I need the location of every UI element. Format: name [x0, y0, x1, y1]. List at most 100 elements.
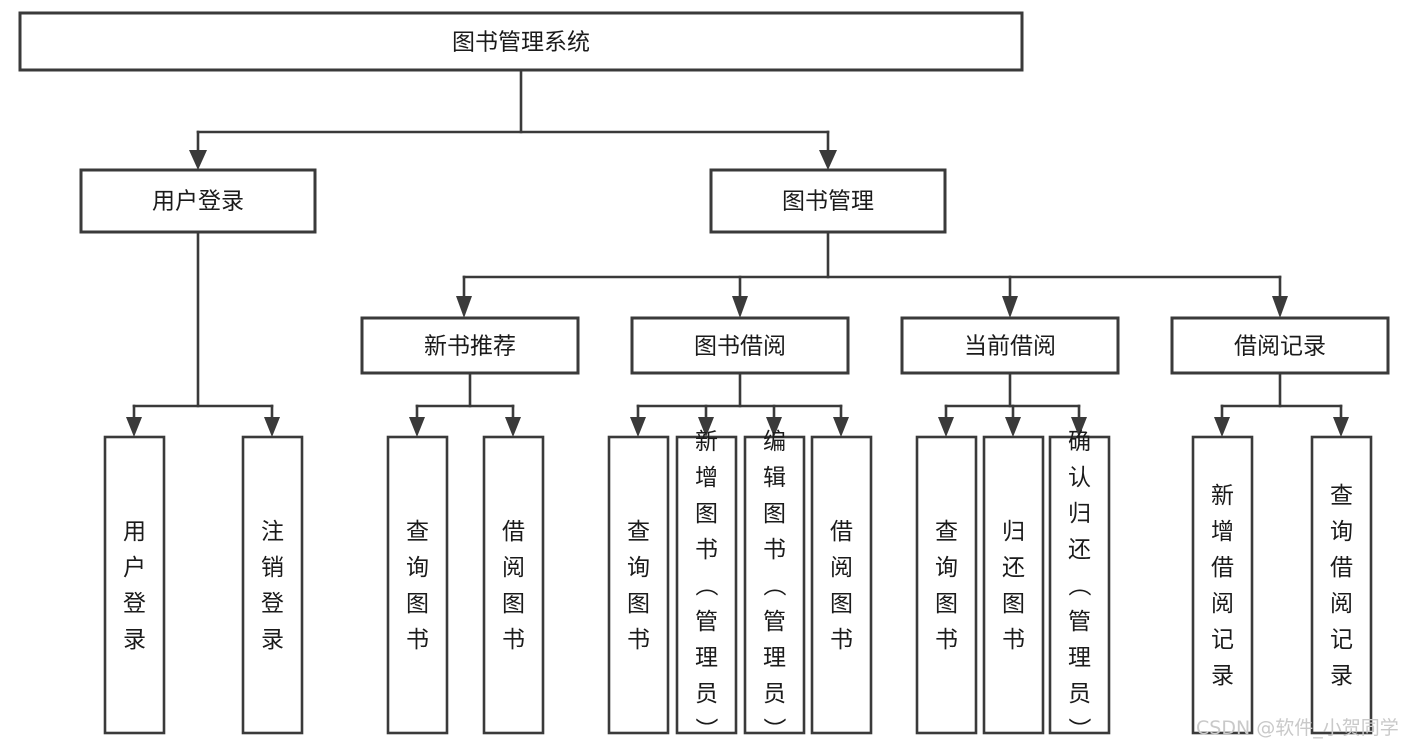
leaf-node-label-char: 借 — [830, 519, 853, 545]
leaf-node-label-char: 录 — [123, 627, 146, 653]
leaf-node-layer: 用户登录注销登录查询图书借阅图书查询图书新增图书（管理员）编辑图书（管理员）借阅… — [103, 429, 1373, 741]
leaf-node-label-char: 询 — [627, 555, 650, 581]
arrowhead-book-borrow — [732, 296, 748, 318]
node-book-borrow[interactable]: 图书借阅 — [630, 316, 850, 375]
arrowhead-user-login — [189, 150, 207, 170]
leaf-node-label-char: 理 — [1068, 645, 1091, 671]
leaf-node-label-char: 员 — [1068, 681, 1091, 707]
leaf-node-label-char: 注 — [261, 519, 284, 545]
leaf-node-label-char: 图 — [695, 501, 718, 527]
node-root-label: 图书管理系统 — [452, 30, 590, 56]
leaf-node-label-char: 图 — [502, 591, 525, 617]
arrowhead-leaf-borrow-book-borrow — [833, 417, 849, 437]
arrowhead-leaf-add-borrow-record — [1214, 417, 1230, 437]
arrowhead-new-book-recommend — [456, 296, 472, 318]
node-new-book-recommend[interactable]: 新书推荐 — [360, 316, 580, 375]
node-user-login-label: 用户登录 — [152, 189, 244, 215]
arrowhead-leaf-confirm-return-admin — [1071, 417, 1087, 437]
leaf-node-label-char: 书 — [627, 627, 650, 653]
arrowhead-current-borrow — [1002, 296, 1018, 318]
leaf-node-label-char: ） — [693, 718, 719, 741]
leaf-node-label-char: 图 — [935, 591, 958, 617]
leaf-node-label-char: 管 — [1068, 609, 1091, 635]
leaf-node-label-char: 询 — [935, 555, 958, 581]
leaf-node-box — [915, 435, 978, 735]
node-borrow-record-box — [1170, 316, 1390, 375]
leaf-node-label-char: 图 — [1002, 591, 1025, 617]
leaf-node-label-char: 用 — [123, 519, 146, 545]
leaf-node-box — [743, 435, 806, 735]
arrowhead-leaf-add-book-admin — [698, 417, 714, 437]
leaf-node-label-char: 录 — [1330, 663, 1353, 689]
leaf-node-label-char: 员 — [695, 681, 718, 707]
leaf-node-label-char: 查 — [627, 519, 650, 545]
node-book-borrow-label: 图书借阅 — [694, 334, 786, 360]
node-book-manage[interactable]: 图书管理 — [709, 168, 947, 234]
leaf-node-box — [386, 435, 449, 735]
leaf-node-label-char: 销 — [261, 555, 284, 581]
leaf-node-label-char: 理 — [763, 645, 786, 671]
leaf-node-label-char: 图 — [627, 591, 650, 617]
arrowhead-leaf-query-book-current — [938, 417, 954, 437]
leaf-node-label-char: 增 — [695, 465, 718, 491]
leaf-node-label-char: 新 — [695, 429, 718, 455]
leaf-node-label-char: 认 — [1068, 465, 1091, 491]
leaf-node-label-char: 员 — [763, 681, 786, 707]
arrowhead-leaf-query-book-rec — [409, 417, 425, 437]
leaf-node[interactable]: 用户登录 — [103, 435, 166, 735]
leaf-node-label-char: 图 — [406, 591, 429, 617]
leaf-node-label-char: 登 — [261, 591, 284, 617]
leaf-node-label-char: ） — [761, 718, 787, 741]
leaf-node-label-char: 辑 — [763, 465, 786, 491]
leaf-node-label-char: （ — [761, 574, 787, 597]
node-book-manage-box — [709, 168, 947, 234]
leaf-node-label-char: 归 — [1002, 519, 1025, 545]
csdn-watermark: CSDN @软件_小贺同学 — [1196, 717, 1399, 739]
leaf-node-label-char: 记 — [1330, 627, 1353, 653]
leaf-node-box — [1310, 435, 1373, 735]
leaf-node-label-char: 书 — [695, 537, 718, 563]
arrowhead-leaf-return-book — [1005, 417, 1021, 437]
leaf-node-label-char: 查 — [1330, 483, 1353, 509]
node-user-login-box — [79, 168, 317, 234]
arrowhead-book-manage — [819, 150, 837, 170]
leaf-node-label-char: 确 — [1068, 429, 1091, 455]
leaf-node-label-char: 询 — [1330, 519, 1353, 545]
leaf-node-label-char: 还 — [1068, 537, 1091, 563]
leaf-node-box — [675, 435, 738, 735]
node-new-book-recommend-label: 新书推荐 — [424, 334, 516, 360]
leaf-node-label-char: 书 — [406, 627, 429, 653]
node-current-borrow[interactable]: 当前借阅 — [900, 316, 1120, 375]
leaf-node-box — [241, 435, 304, 735]
connector-layer — [126, 68, 1349, 437]
leaf-node-label-char: 阅 — [502, 555, 525, 581]
node-root[interactable]: 图书管理系统 — [18, 11, 1024, 72]
leaf-node-label-char: 查 — [935, 519, 958, 545]
leaf-node-box — [607, 435, 670, 735]
node-current-borrow-label: 当前借阅 — [964, 334, 1056, 360]
node-borrow-record[interactable]: 借阅记录 — [1170, 316, 1390, 375]
node-book-manage-label: 图书管理 — [782, 189, 874, 215]
leaf-node-label-char: 管 — [763, 609, 786, 635]
node-user-login[interactable]: 用户登录 — [79, 168, 317, 234]
leaf-node-label-char: 询 — [406, 555, 429, 581]
arrowhead-leaf-query-book-borrow — [630, 417, 646, 437]
leaf-node-label-char: 借 — [1330, 555, 1353, 581]
